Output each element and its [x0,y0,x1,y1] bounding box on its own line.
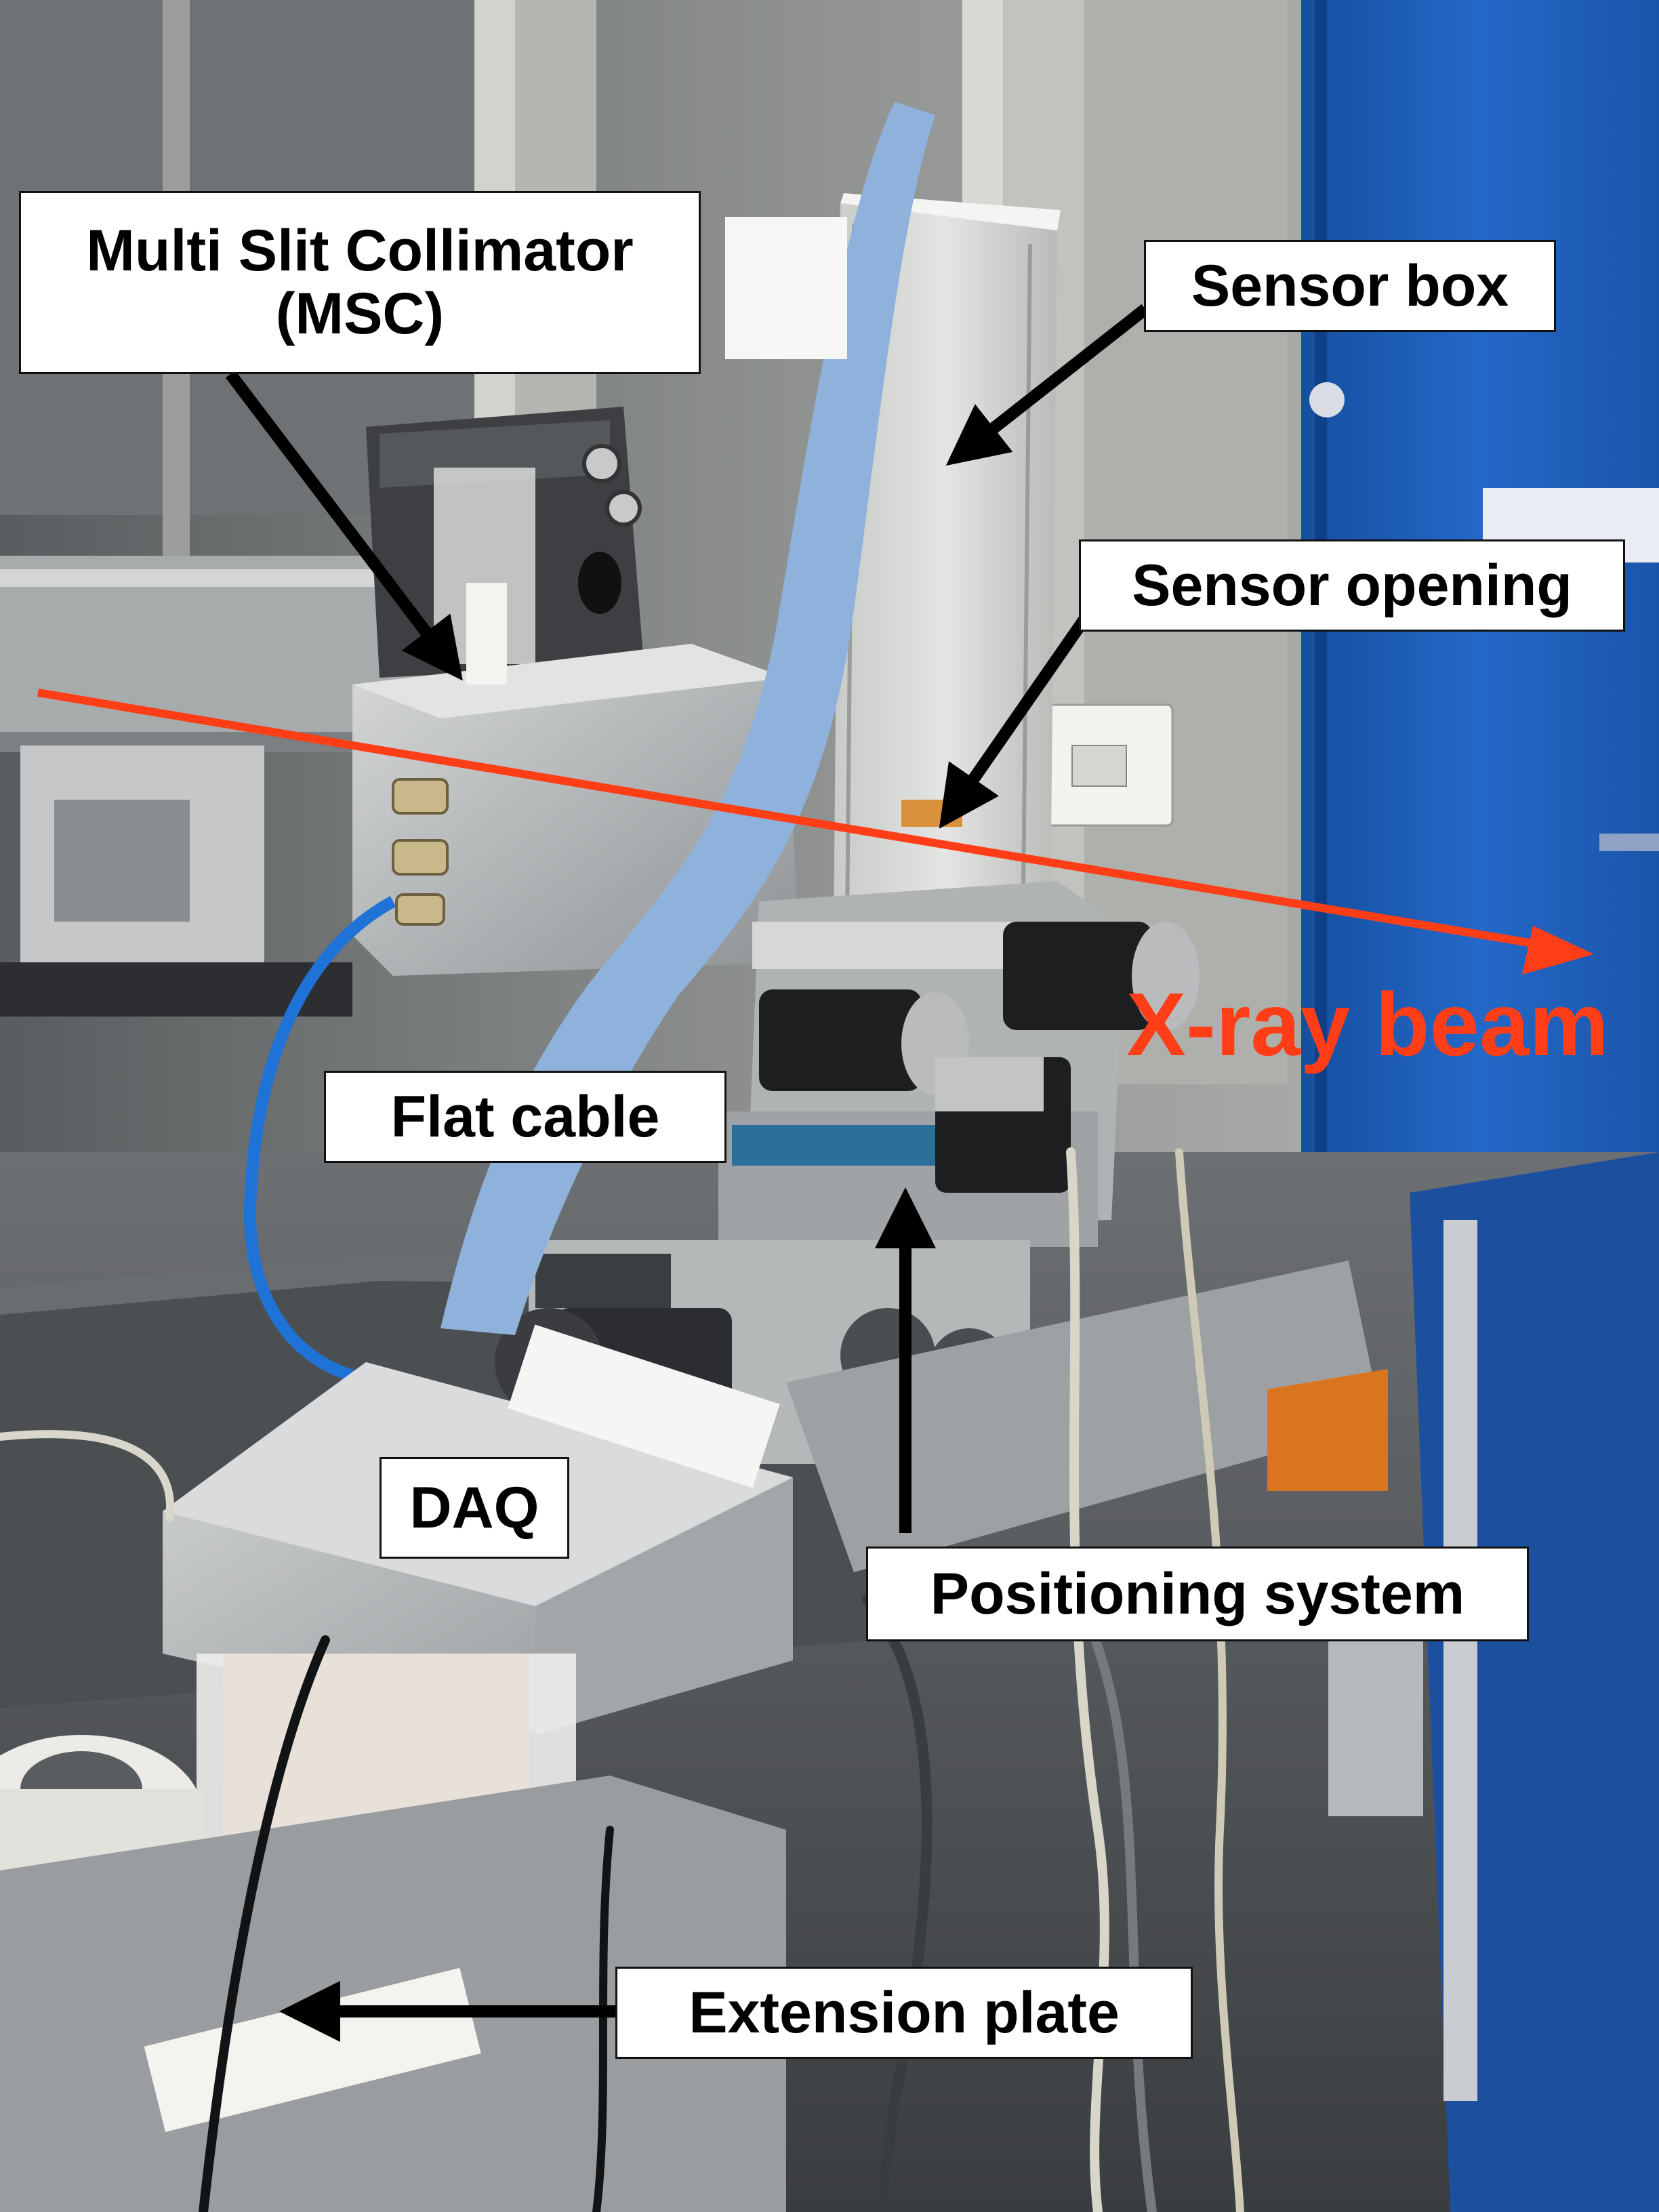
extension-plate-label: Extension plate [615,1967,1193,2059]
pneumatic-tube [244,896,396,1382]
blue-cabinet [1301,0,1659,1274]
daq-label: DAQ [380,1457,569,1559]
flat-cable-label-text: Flat cable [390,1084,660,1149]
extension-plate-label-text: Extension plate [689,1980,1120,2045]
cable-tape [725,217,847,359]
msc-label: Multi Slit Collimator (MSC) [19,191,701,374]
cables [0,1147,1244,2212]
xray-beam-arrow [37,689,1594,975]
msc-label-line2: (MSC) [275,281,445,346]
sensor-opening-label-text: Sensor opening [1132,552,1572,618]
flat-cable-label: Flat cable [324,1071,726,1163]
annotation-arrows [225,304,1149,2042]
sensor-opening-label: Sensor opening [1079,539,1625,632]
sensor-box-label: Sensor box [1144,240,1556,332]
sensor-box [834,193,1061,935]
sensor-box-pointer-arrow [945,304,1149,466]
daq-label-text: DAQ [409,1475,539,1540]
msc-label-line1: Multi Slit Collimator [86,218,634,284]
wall-socket [1023,703,1174,827]
positioning-system-label: Positioning system [866,1547,1529,1641]
sensor-box-label-text: Sensor box [1191,253,1509,319]
xray-beam-label: X-ray beam [1126,975,1609,1074]
left-linear-stage [0,556,474,1017]
orange-block [1267,1369,1388,1491]
right-frame [1328,1152,1659,2212]
sensor-opening-pointer-arrow [939,615,1090,829]
extension-plate-metal [786,1261,1382,1572]
positioning-system-label-text: Positioning system [930,1561,1465,1626]
flat-cable [441,102,935,1335]
msc-pointer-arrow [225,370,463,681]
